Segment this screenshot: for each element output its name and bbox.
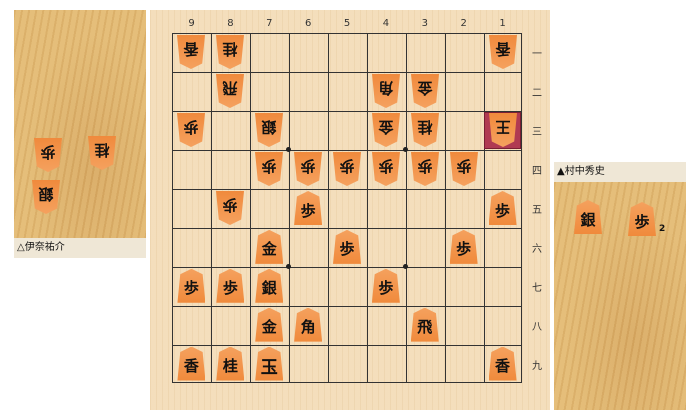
grid-hline — [173, 266, 521, 268]
file-label: 7 — [266, 18, 273, 29]
rank-label: 五 — [532, 205, 542, 216]
sente-player-name: ▲村中秀史 — [554, 162, 686, 182]
rank-label: 四 — [532, 166, 542, 178]
file-label: 2 — [460, 18, 467, 29]
gote-hand-piece[interactable]: 歩 — [34, 138, 62, 172]
sente-piece-stand[interactable] — [554, 182, 686, 410]
star-point — [402, 147, 408, 153]
sente-piece[interactable]: 金 — [255, 307, 284, 342]
star-point — [286, 147, 292, 153]
sente-piece[interactable]: 角 — [294, 307, 323, 342]
sente-piece[interactable]: 歩 — [371, 268, 400, 303]
sente-piece[interactable]: 銀 — [255, 268, 284, 303]
rank-label: 九 — [532, 360, 542, 372]
sente-piece[interactable]: 歩 — [294, 191, 323, 225]
rank-label: 二 — [532, 88, 542, 100]
sente-piece[interactable]: 香 — [488, 346, 517, 381]
gote-piece-stand[interactable] — [14, 10, 146, 238]
sente-piece[interactable]: 香 — [177, 346, 206, 381]
gote-piece[interactable]: 歩 — [372, 152, 400, 186]
gote-hand-piece[interactable]: 桂 — [88, 136, 116, 170]
grid-hline — [173, 344, 521, 346]
sente-hand-piece[interactable]: 歩 — [628, 202, 656, 236]
grid-vline — [250, 34, 252, 382]
sente-piece[interactable]: 玉 — [255, 346, 284, 381]
board-grid — [172, 33, 522, 383]
grid-vline — [328, 34, 330, 382]
sente-piece[interactable]: 歩 — [488, 191, 517, 225]
grid-vline — [366, 34, 368, 382]
rank-label: 三 — [532, 127, 542, 139]
gote-piece[interactable]: 歩 — [411, 152, 439, 186]
gote-piece[interactable]: 歩 — [294, 152, 322, 186]
rank-label: 一 — [532, 49, 542, 61]
rank-label: 六 — [532, 243, 542, 255]
gote-piece[interactable]: 歩 — [216, 191, 244, 225]
file-label: 8 — [227, 18, 234, 29]
grid-vline — [211, 34, 213, 382]
gote-piece[interactable]: 歩 — [333, 152, 361, 186]
grid-hline — [173, 189, 521, 191]
sente-piece[interactable]: 歩 — [216, 268, 245, 303]
sente-piece[interactable]: 歩 — [177, 268, 206, 303]
grid-hline — [173, 150, 521, 152]
star-point — [286, 263, 292, 269]
grid-hline — [173, 72, 521, 74]
grid-hline — [173, 111, 521, 113]
file-label: 6 — [304, 18, 312, 29]
gote-piece[interactable]: 銀 — [255, 113, 283, 147]
rank-label: 七 — [532, 282, 542, 294]
file-label: 5 — [343, 18, 351, 29]
sente-hand-piece[interactable]: 銀 — [574, 200, 602, 234]
gote-hand-piece[interactable]: 銀 — [32, 180, 60, 214]
sente-piece[interactable]: 金 — [255, 229, 284, 264]
grid-vline — [405, 34, 407, 382]
sente-piece[interactable]: 歩 — [333, 229, 361, 264]
grid-vline — [483, 34, 485, 382]
hand-count: 2 — [659, 224, 666, 234]
rank-label: 八 — [532, 321, 542, 333]
file-label: 4 — [382, 18, 390, 29]
star-point — [402, 263, 408, 269]
gote-piece[interactable]: 金 — [372, 113, 400, 147]
sente-piece[interactable]: 歩 — [449, 229, 478, 264]
grid-hline — [173, 305, 521, 307]
file-label: 3 — [421, 18, 429, 29]
sente-piece[interactable]: 桂 — [216, 346, 245, 381]
gote-piece[interactable]: 歩 — [255, 152, 283, 186]
grid-vline — [444, 34, 446, 382]
sente-piece[interactable]: 飛 — [410, 307, 439, 342]
gote-piece[interactable]: 桂 — [411, 113, 439, 147]
file-label: 1 — [499, 18, 506, 29]
grid-vline — [289, 34, 291, 382]
gote-player-name: △伊奈祐介 — [14, 238, 146, 258]
grid-hline — [173, 227, 521, 229]
file-label: 9 — [188, 18, 195, 29]
gote-piece[interactable]: 歩 — [450, 152, 478, 186]
